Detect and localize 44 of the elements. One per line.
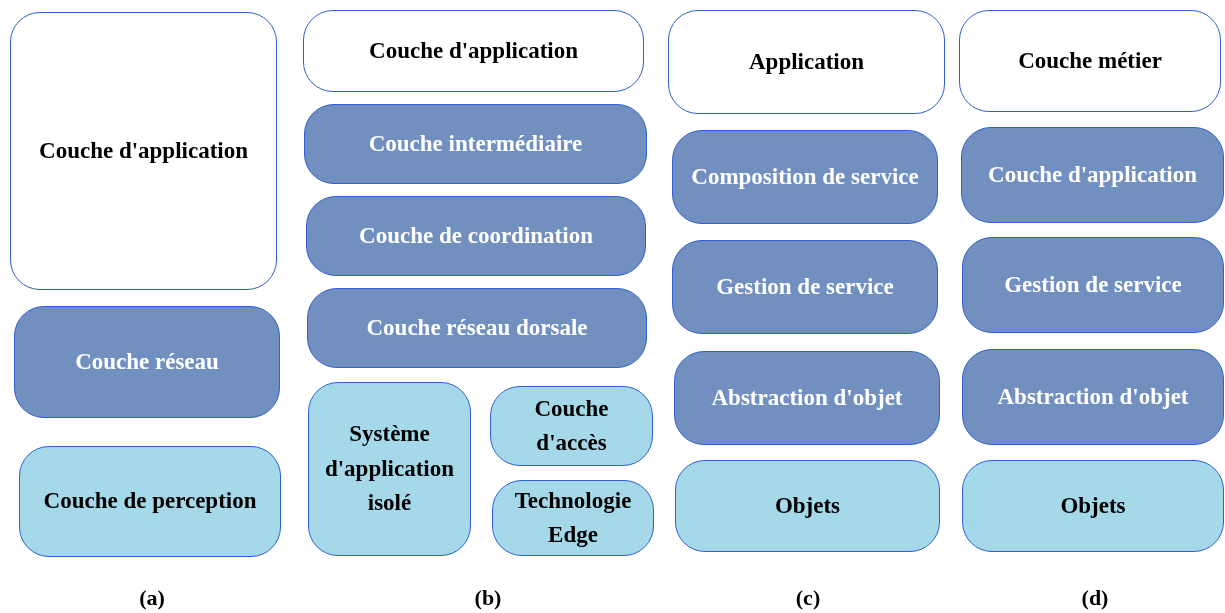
layer-label: Gestion de service [716,272,894,301]
layer-label: Technologie Edge [513,486,633,549]
layer-label: Abstraction d'objet [711,383,903,412]
layer-label: Composition de service [691,162,919,191]
layer-box [490,386,653,466]
layer-label: Couche métier [1018,46,1162,75]
layer-label: Couche réseau [75,347,219,376]
layer-label: Abstraction d'objet [997,382,1189,411]
layer-label: Couche d'application [988,160,1197,189]
layer-label: Couche d'accès [533,394,610,457]
panel-caption: (c) [795,585,821,611]
layer-box [304,104,647,184]
layer-box [674,351,940,445]
layer-box [19,446,281,557]
layer-box [672,240,938,334]
layer-box [308,382,471,556]
layer-label: Système d'application isolé [323,420,456,518]
layer-box [668,10,945,114]
layer-box [492,480,654,556]
panel-caption: (d) [1081,585,1109,611]
layer-box [959,10,1221,112]
layer-box [14,306,280,418]
layer-box [675,460,940,552]
layer-box [962,349,1224,445]
layer-label: Couche d'application [39,136,248,165]
layer-label: Couche intermédiaire [368,129,583,158]
layer-label: Couche de perception [43,487,257,516]
layer-label: Couche de coordination [359,221,593,250]
layer-box [307,288,647,368]
layer-box [962,460,1224,552]
panel-caption: (b) [474,585,502,611]
layer-label: Objets [1060,491,1126,520]
layer-box [961,127,1224,223]
layer-label: Couche d'application [369,36,578,65]
panel-caption: (a) [139,585,165,611]
layer-box [303,10,644,92]
layer-box [672,130,938,224]
layer-box [962,237,1224,333]
layer-label: Objets [774,491,841,520]
layer-box [10,12,277,290]
layer-label: Gestion de service [1004,270,1182,299]
layer-label: Application [749,47,864,76]
layer-box [306,196,646,276]
layer-label: Couche réseau dorsale [366,313,588,342]
